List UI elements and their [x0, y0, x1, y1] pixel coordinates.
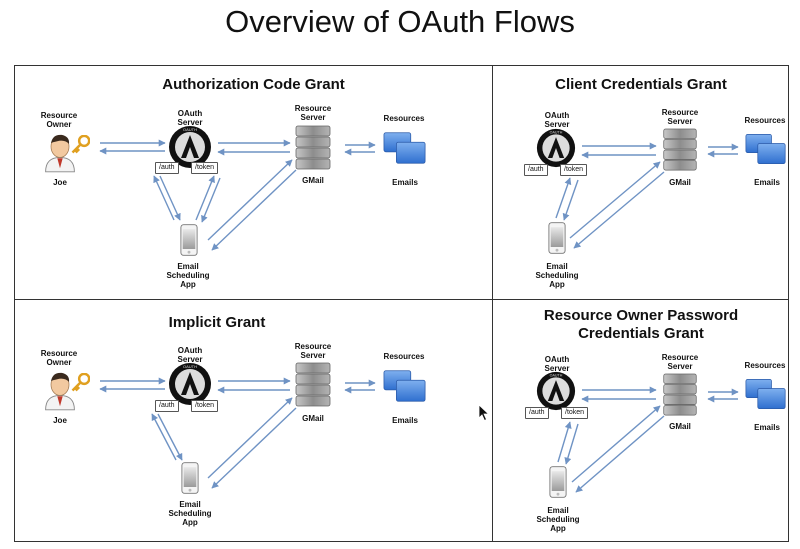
resource-server-name: GMail: [669, 422, 691, 431]
panel-title: Authorization Code Grant: [162, 76, 345, 93]
page-title: Overview of OAuth Flows: [225, 4, 575, 39]
app-label: Email Scheduling App: [536, 506, 580, 533]
horizontal-divider: [14, 299, 789, 300]
resources-name: Emails: [392, 416, 418, 425]
resources-name: Emails: [754, 423, 780, 432]
resources-label: Resources: [744, 361, 786, 370]
resource-server-label: Resource Server: [294, 104, 332, 122]
token-endpoint: /token: [191, 400, 219, 412]
resource-server-name: GMail: [669, 178, 691, 187]
resource-owner-label: Resource Owner: [40, 349, 78, 367]
oauth-server-label: OAuth Server: [544, 111, 570, 129]
resources-label: Resources: [744, 116, 786, 125]
panel-title: Client Credentials Grant: [555, 76, 727, 93]
resource-owner-label: Resource Owner: [40, 111, 78, 129]
resource-owner-name: Joe: [53, 416, 67, 425]
resource-server-label: Resource Server: [661, 108, 699, 126]
token-endpoint: /token: [191, 162, 219, 174]
oauth-server-label: OAuth Server: [544, 355, 570, 373]
oauth-server-label: OAuth Server: [177, 346, 203, 364]
auth-endpoint: /auth: [525, 407, 549, 419]
resources-name: Emails: [754, 178, 780, 187]
resource-server-name: GMail: [302, 414, 324, 423]
resources-label: Resources: [383, 352, 425, 361]
resources-label: Resources: [383, 114, 425, 123]
resources-name: Emails: [392, 178, 418, 187]
app-label: Email Scheduling App: [168, 500, 212, 527]
panel-title: Implicit Grant: [168, 314, 266, 331]
app-label: Email Scheduling App: [166, 262, 210, 289]
panel-title: Resource Owner Password Credentials Gran…: [543, 307, 739, 342]
vertical-divider: [492, 65, 493, 542]
auth-endpoint: /auth: [155, 400, 179, 412]
resource-owner-name: Joe: [53, 178, 67, 187]
oauth-server-label: OAuth Server: [177, 109, 203, 127]
token-endpoint: /token: [560, 164, 588, 176]
auth-endpoint: /auth: [524, 164, 548, 176]
token-endpoint: /token: [561, 407, 589, 419]
diagram-frame: [14, 65, 789, 542]
auth-endpoint: /auth: [155, 162, 179, 174]
resource-server-name: GMail: [302, 176, 324, 185]
resource-server-label: Resource Server: [294, 342, 332, 360]
mouse-pointer-icon: [478, 404, 490, 422]
resource-server-label: Resource Server: [661, 353, 699, 371]
app-label: Email Scheduling App: [535, 262, 579, 289]
